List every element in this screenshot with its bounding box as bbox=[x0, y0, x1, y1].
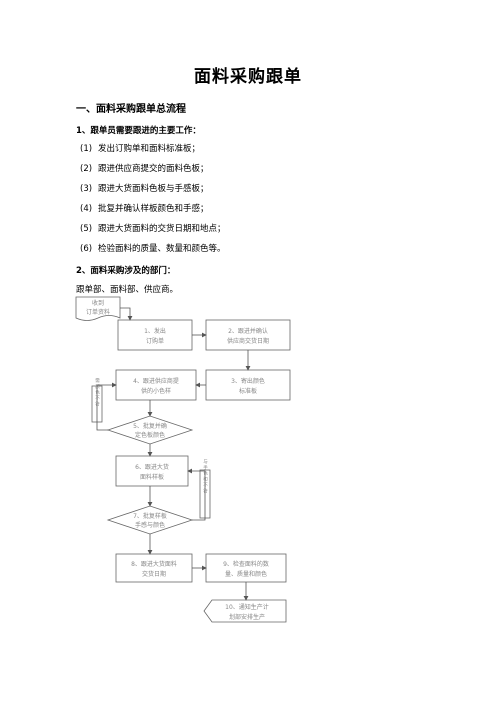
task-item: (1)发出订购单和面料标准板； bbox=[80, 144, 201, 154]
flow-tag-10-label: 10、通知生产计 bbox=[225, 603, 269, 611]
svg-text:手感与颜色: 手感与颜色 bbox=[135, 521, 165, 529]
svg-text:量、质量和颜色: 量、质量和颜色 bbox=[225, 570, 267, 578]
flow-box-6-label: 6、跟进大货 bbox=[135, 463, 169, 471]
flow-note-left-label: 需 颜 色 不 符 bbox=[95, 378, 100, 408]
svg-text:供的小色样: 供的小色样 bbox=[141, 387, 171, 395]
flow-box-3 bbox=[205, 369, 291, 401]
document-title: 面料采购跟单 bbox=[194, 67, 302, 87]
departments-text: 跟单部、面料部、供应商。 bbox=[76, 285, 179, 295]
svg-text:订购单: 订购单 bbox=[146, 337, 164, 345]
subheading-tasks: 1、跟单员需要跟进的主要工作： bbox=[76, 126, 201, 136]
flow-box-8-label: 8、跟进大货面料 bbox=[131, 560, 177, 568]
flow-diamond-7-label: 7、批复样板 bbox=[133, 512, 167, 520]
flow-box-1-label: 1、发出 bbox=[144, 327, 166, 335]
task-item: (6)检验面料的质量、数量和颜色等。 bbox=[80, 244, 226, 254]
svg-text:定色板颜色: 定色板颜色 bbox=[135, 431, 165, 439]
flow-box-1 bbox=[117, 319, 193, 351]
flow-diamond-7 bbox=[106, 505, 194, 535]
subheading-departments: 2、面料采购涉及的部门： bbox=[76, 266, 176, 276]
flow-doc-label: 收到 bbox=[92, 299, 104, 307]
task-item: (5)跟进大货面料的交货日期和地点； bbox=[80, 224, 226, 234]
svg-text:标准板: 标准板 bbox=[239, 387, 257, 395]
flow-box-6 bbox=[115, 455, 189, 487]
flow-tag-10 bbox=[203, 599, 287, 623]
svg-text:交货日期: 交货日期 bbox=[142, 570, 166, 578]
svg-text:面料样板: 面料样板 bbox=[140, 473, 164, 481]
flow-box-9-label: 9、检查面料的数 bbox=[223, 560, 269, 568]
flow-box-2 bbox=[205, 319, 291, 351]
flow-diamond-5-label: 5、批复并确 bbox=[133, 422, 167, 430]
flow-box-4 bbox=[115, 369, 197, 401]
flow-note-right-label: 与 手 色 和 不 符 bbox=[203, 458, 208, 495]
task-item: (2)跟进供应商提交的面料色板； bbox=[80, 164, 209, 174]
flow-box-3-label: 3、寄出颜色 bbox=[231, 377, 265, 385]
flow-doc-shape bbox=[75, 296, 121, 321]
flow-box-4-label: 4、跟进供应商提 bbox=[133, 377, 179, 385]
svg-text:供应商交货日期: 供应商交货日期 bbox=[227, 337, 269, 345]
task-item: (4)批复并确认样板颜色和手感； bbox=[80, 204, 209, 214]
flow-box-2-label: 2、跟进并确认 bbox=[228, 327, 268, 335]
section-heading: 一、面料采购跟单总流程 bbox=[76, 104, 186, 115]
task-item: (3)跟进大货面料色板与手感板； bbox=[80, 184, 209, 194]
svg-text:订单资料: 订单资料 bbox=[86, 308, 110, 316]
svg-text:划部安排生产: 划部安排生产 bbox=[229, 613, 265, 621]
flow-diamond-5 bbox=[106, 415, 194, 445]
